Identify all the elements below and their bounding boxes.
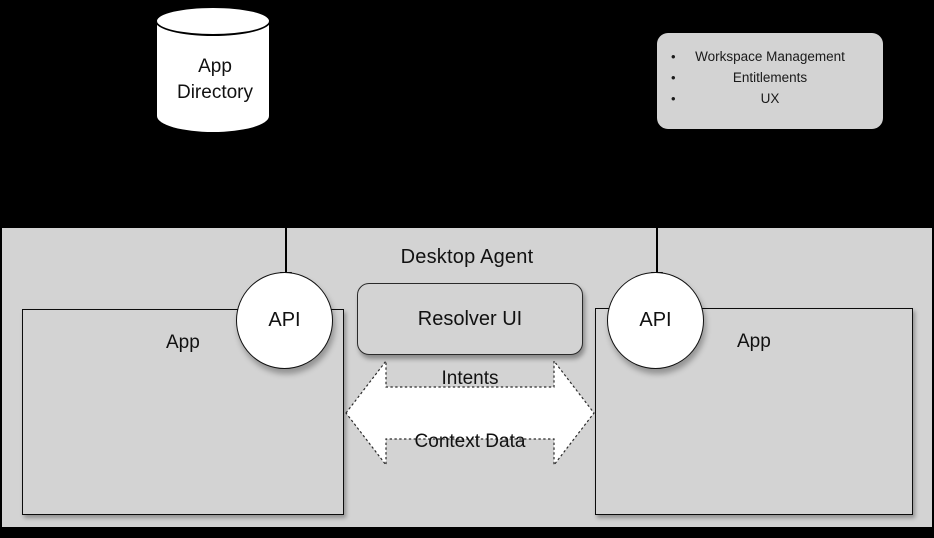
- cylinder-top-icon: [155, 6, 271, 36]
- capabilities-list: Workspace Management Entitlements UX: [657, 33, 883, 109]
- arrow-shaft: [285, 228, 287, 273]
- arrow-shaft: [656, 129, 658, 273]
- capabilities-box: Workspace Management Entitlements UX: [657, 33, 883, 129]
- list-item: Entitlements: [657, 67, 883, 88]
- api-node-left-label: API: [268, 309, 301, 331]
- cylinder-body-icon: [155, 20, 271, 134]
- arrow-label-context-data: Context Data: [414, 431, 526, 452]
- api-node-left: API: [236, 272, 333, 369]
- app-directory-label: App Directory: [155, 54, 275, 106]
- intents-context-arrow: Intents Context Data: [344, 358, 596, 468]
- resolver-ui-box[interactable]: Resolver UI: [357, 283, 583, 355]
- arrow-label-intents: Intents: [441, 368, 499, 389]
- api-node-right: API: [607, 272, 704, 369]
- app-directory-node: App Directory: [155, 6, 275, 148]
- app-box-left-label: App: [166, 332, 200, 353]
- app-directory-label-line2: Directory: [176, 82, 253, 103]
- arrow-capabilities-to-api: [651, 129, 663, 283]
- app-box-right: App: [595, 308, 913, 515]
- desktop-agent-title: Desktop Agent: [400, 246, 534, 268]
- resolver-ui-label: Resolver UI: [417, 307, 523, 330]
- bidirectional-arrow-icon: [345, 359, 595, 467]
- list-item: Workspace Management: [657, 46, 883, 67]
- api-node-right-label: API: [639, 309, 672, 331]
- app-box-right-label: App: [737, 331, 771, 352]
- app-directory-label-line1: App: [198, 56, 232, 77]
- list-item: UX: [657, 88, 883, 109]
